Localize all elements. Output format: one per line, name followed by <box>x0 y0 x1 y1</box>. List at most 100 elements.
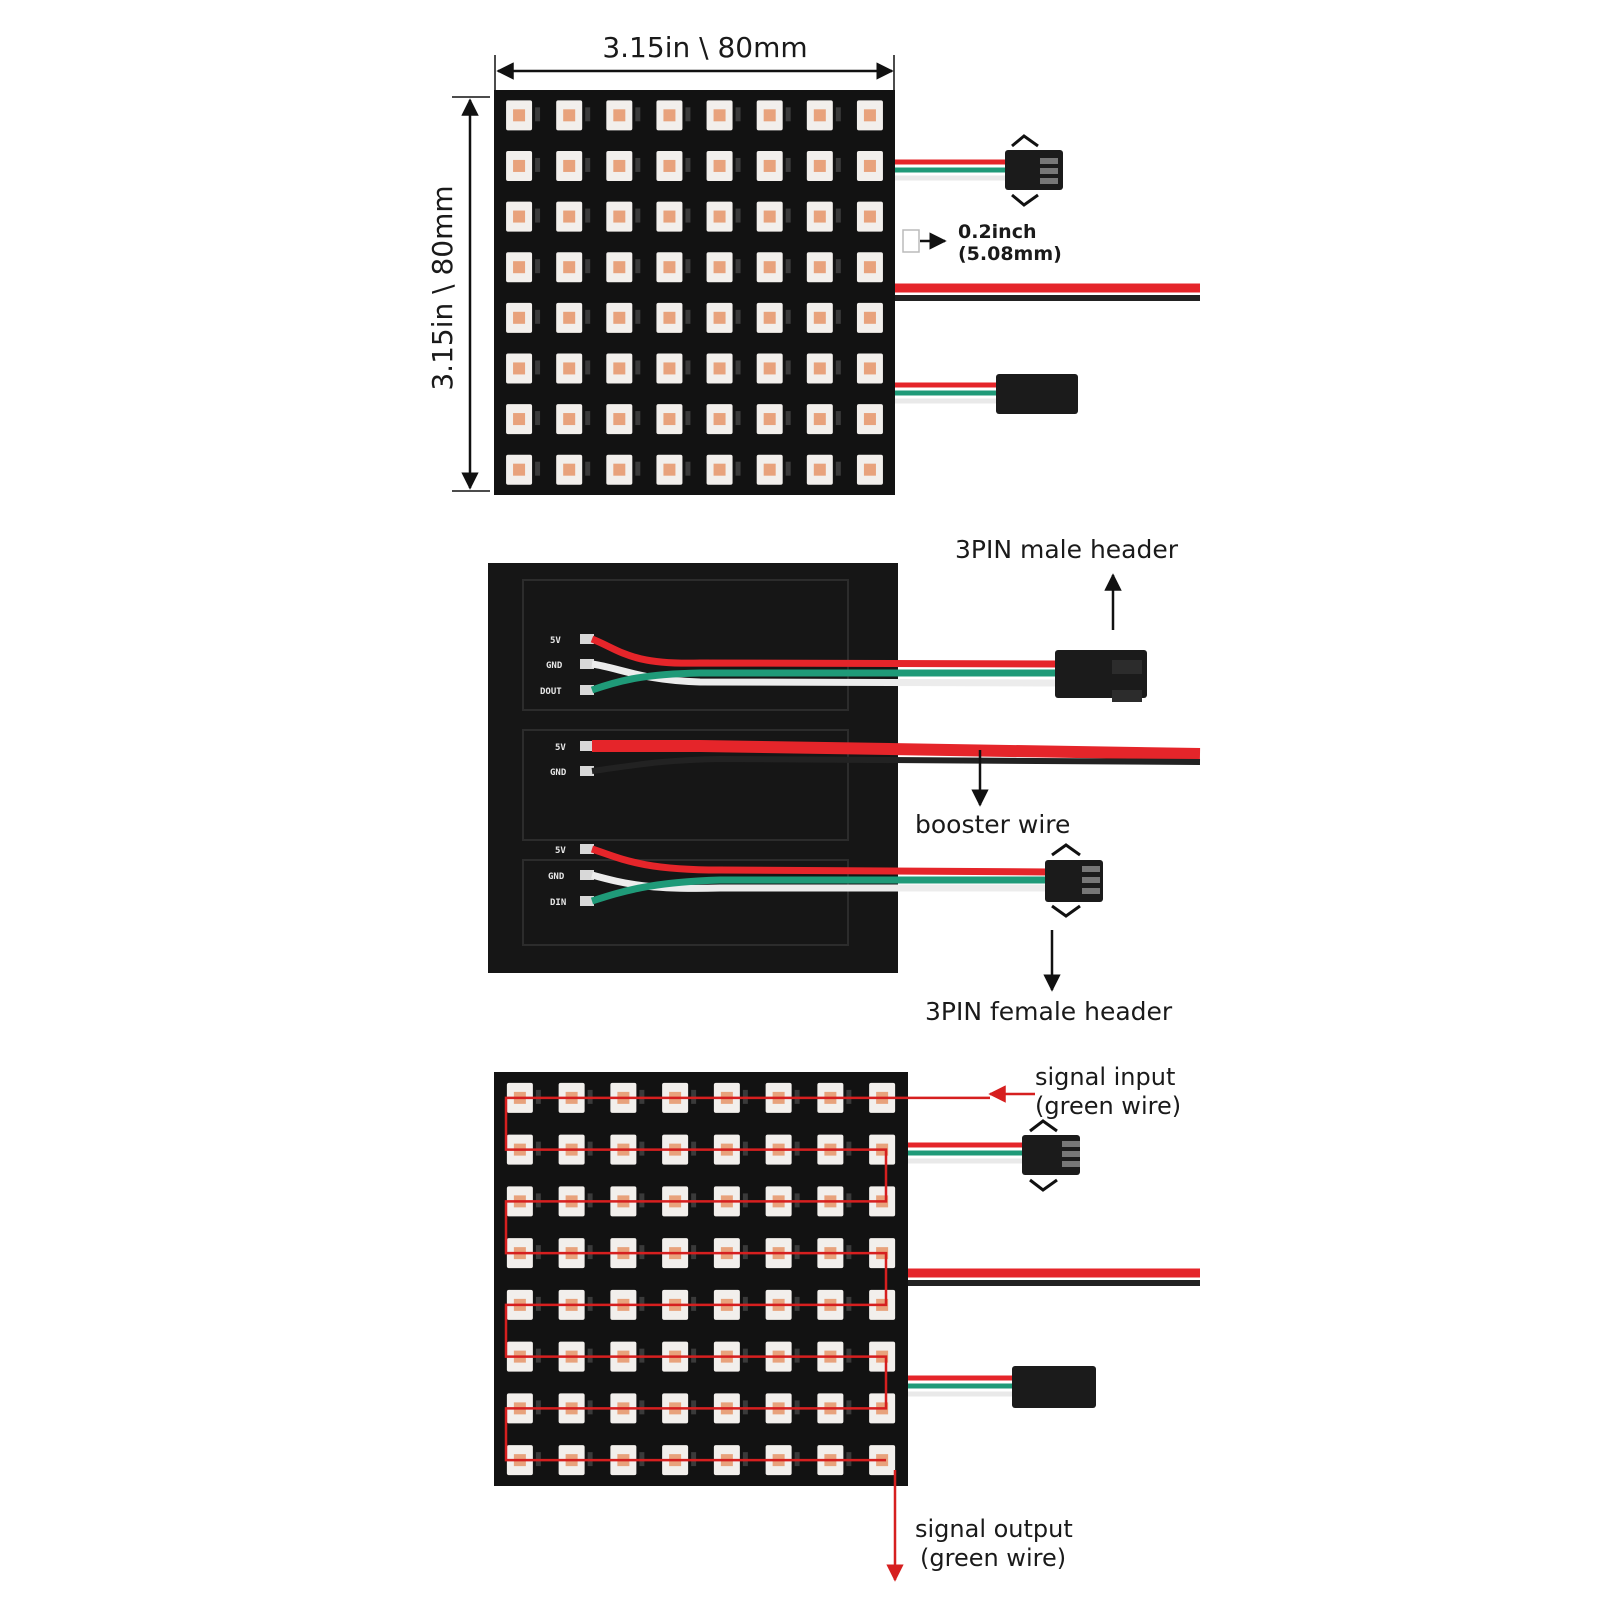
back-bottom-wire-green <box>590 876 1050 905</box>
led-die <box>713 362 726 375</box>
led-die <box>513 362 526 375</box>
led-die <box>763 261 776 274</box>
led-capacitor <box>685 208 691 223</box>
led-die <box>713 210 726 223</box>
led-capacitor <box>535 208 541 223</box>
led-die <box>663 261 676 274</box>
pad-label-gnd: GND <box>550 768 567 778</box>
front-board <box>494 90 895 495</box>
led-die <box>613 159 626 172</box>
led-capacitor <box>585 461 591 476</box>
led-capacitor <box>585 107 591 122</box>
led-capacitor <box>635 461 641 476</box>
led-capacitor <box>635 411 641 426</box>
led-capacitor <box>585 259 591 274</box>
pad-label-5v: 5V <box>550 636 561 646</box>
led-capacitor <box>735 208 741 223</box>
solder-pad <box>580 741 594 751</box>
led-capacitor <box>535 411 541 426</box>
front-top-pin <box>1040 168 1058 174</box>
led-die <box>613 210 626 223</box>
led-capacitor <box>585 157 591 172</box>
led-capacitor <box>835 157 841 172</box>
led-die <box>613 261 626 274</box>
led-die <box>563 159 576 172</box>
solder-pad <box>580 766 594 776</box>
led-die <box>763 109 776 122</box>
led-capacitor <box>585 360 591 375</box>
led-die <box>863 159 876 172</box>
led-die <box>713 109 726 122</box>
led-die <box>613 413 626 426</box>
led-capacitor <box>535 360 541 375</box>
led-capacitor <box>735 259 741 274</box>
solder-pad <box>580 844 594 854</box>
signal-input-label-line1: signal input <box>1035 1063 1175 1091</box>
led-capacitor <box>685 411 691 426</box>
pad-label-din: DIN <box>550 898 566 908</box>
led-die <box>613 109 626 122</box>
female-header-pin <box>1082 866 1100 872</box>
led-capacitor <box>785 208 791 223</box>
led-capacitor <box>635 107 641 122</box>
width-label: 3.15in \ 80mm <box>602 31 807 64</box>
led-capacitor <box>535 259 541 274</box>
back-bottom-pads: 5V GND DIN <box>548 844 594 908</box>
solder-pad <box>580 870 594 880</box>
front-top-latch-icon <box>1011 134 1039 207</box>
led-die <box>663 210 676 223</box>
led-capacitor <box>735 411 741 426</box>
height-label: 3.15in \ 80mm <box>426 185 459 390</box>
led-die <box>713 463 726 476</box>
led-die <box>813 261 826 274</box>
signal-top-pin <box>1062 1141 1080 1147</box>
led-capacitor <box>585 208 591 223</box>
led-die <box>513 311 526 324</box>
front-view: 3.15in \ 80mm 3.15in \ 80mm 0.2inch (5.0… <box>426 31 1200 495</box>
back-view: 5V GND DOUT 3PIN male header 5V GND boos… <box>488 535 1201 1026</box>
female-header-pin <box>1082 888 1100 894</box>
led-die <box>763 311 776 324</box>
pitch-indicator-icon <box>902 229 920 253</box>
female-header-pin <box>1082 877 1100 883</box>
pad-label-dout: DOUT <box>540 687 562 697</box>
booster-wire-black <box>591 755 1201 774</box>
led-capacitor <box>835 360 841 375</box>
led-die <box>763 210 776 223</box>
led-capacitor <box>535 157 541 172</box>
pad-label-gnd: GND <box>548 872 565 882</box>
led-capacitor <box>635 309 641 324</box>
led-die <box>763 159 776 172</box>
front-led-grid <box>506 100 883 485</box>
led-capacitor <box>535 309 541 324</box>
led-die <box>663 109 676 122</box>
led-die <box>763 362 776 375</box>
led-capacitor <box>635 157 641 172</box>
led-die <box>663 413 676 426</box>
booster-wire-red <box>592 740 1201 760</box>
led-die <box>813 159 826 172</box>
pad-label-5v: 5V <box>555 846 566 856</box>
signal-bottom-connector <box>1012 1366 1096 1408</box>
solder-pad <box>580 634 594 644</box>
led-capacitor <box>635 360 641 375</box>
led-die <box>713 413 726 426</box>
solder-pad <box>580 685 594 695</box>
led-capacitor <box>635 208 641 223</box>
led-die <box>863 109 876 122</box>
led-capacitor <box>785 360 791 375</box>
led-die <box>663 159 676 172</box>
led-capacitor <box>535 461 541 476</box>
led-die <box>663 463 676 476</box>
male-header-label: 3PIN male header <box>955 535 1179 564</box>
led-die <box>513 109 526 122</box>
led-die <box>863 210 876 223</box>
led-capacitor <box>835 461 841 476</box>
led-capacitor <box>535 107 541 122</box>
led-die <box>813 109 826 122</box>
signal-top-latch-icon <box>1029 1119 1058 1192</box>
led-die <box>613 311 626 324</box>
male-header-latch <box>1112 690 1142 702</box>
female-header-latch-icon <box>1051 843 1081 918</box>
led-die <box>813 311 826 324</box>
